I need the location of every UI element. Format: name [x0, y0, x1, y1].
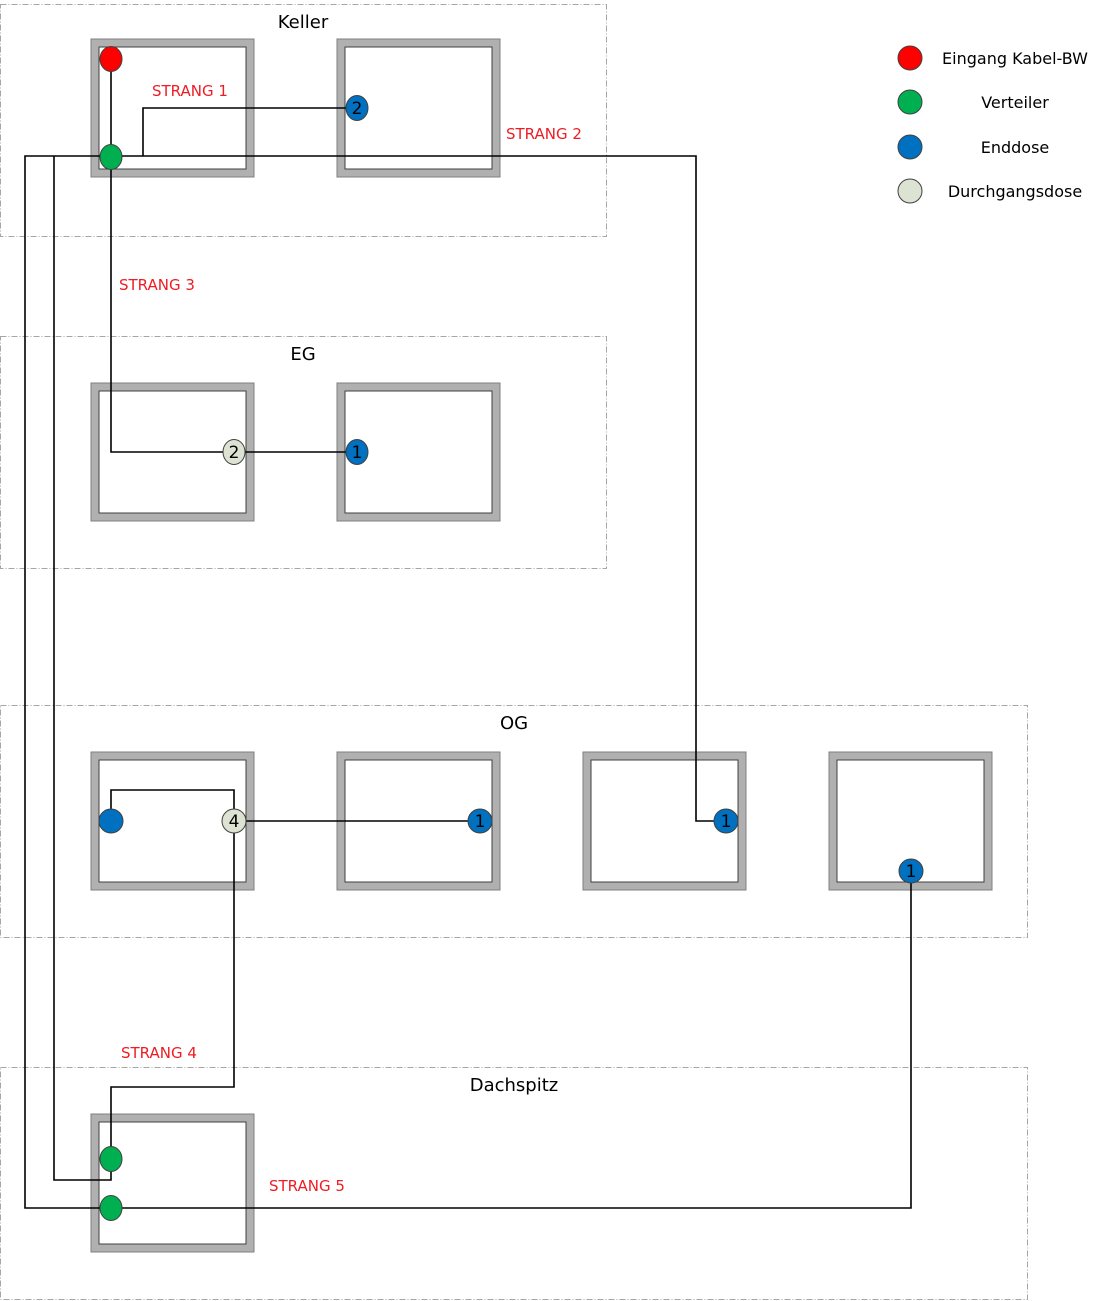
- verteiler-marker: [99, 1146, 123, 1172]
- zone-dachspitz: [0, 1067, 1028, 1300]
- zone-label-dachspitz: Dachspitz: [470, 1075, 559, 1096]
- room-dachspitz-1: [90, 1113, 255, 1253]
- legend-label-eingang: Eingang Kabel-BW: [942, 49, 1088, 68]
- legend: Eingang Kabel-BW Verteiler Enddose Durch…: [897, 45, 1088, 204]
- strang-label-2: STRANG 2: [506, 125, 582, 143]
- node-number: 1: [906, 862, 917, 882]
- node-number: 2: [229, 443, 240, 463]
- room-eg-2: [336, 382, 501, 522]
- enddose-marker: [98, 808, 124, 834]
- legend-item-eingang: Eingang Kabel-BW: [897, 45, 1088, 71]
- legend-swatch-verteiler: [897, 89, 923, 115]
- enddose-marker: [713, 808, 739, 834]
- node-enddose-og-enddose-room3: 1: [713, 808, 739, 834]
- legend-item-enddose: Enddose: [897, 134, 1050, 160]
- wire-strang-4: [110, 821, 235, 1159]
- legend-swatch-enddose: [897, 134, 923, 160]
- strang-label-1: STRANG 1: [152, 82, 228, 100]
- wire-og-enddose-durchgang: [110, 789, 235, 821]
- wire-keller-dach-verteiler-1: [53, 156, 112, 1181]
- node-number: 4: [229, 812, 240, 832]
- legend-swatch-durchgangsdose: [897, 178, 923, 204]
- wire-strang-2: [111, 155, 726, 822]
- enddose-marker: [467, 808, 493, 834]
- verteiler-marker: [99, 1195, 123, 1221]
- node-number: 1: [475, 812, 486, 832]
- node-number: 1: [721, 812, 732, 832]
- strang-label-4: STRANG 4: [121, 1044, 197, 1062]
- node-number: 1: [352, 443, 363, 463]
- room-og-3: [582, 751, 747, 891]
- node-verteiler-keller-verteiler: [99, 144, 123, 170]
- node-enddose-eg-enddose-1: 1: [345, 439, 369, 465]
- durchgangsdose-marker: [222, 439, 246, 465]
- enddose-marker: [345, 95, 369, 121]
- durchgangsdose-marker: [221, 808, 247, 834]
- legend-swatch-eingang: [897, 45, 923, 71]
- node-verteiler-dach-verteiler-2: [99, 1195, 123, 1221]
- node-number: 2: [352, 99, 363, 119]
- legend-label-durchgangsdose: Durchgangsdose: [948, 182, 1082, 201]
- wire-strang-3: [110, 156, 234, 453]
- legend-item-verteiler: Verteiler: [897, 89, 1049, 115]
- eingang-marker: [99, 46, 123, 72]
- node-enddose-keller-enddose-2: 2: [345, 95, 369, 121]
- wire-strang-1: [142, 107, 357, 156]
- enddose-marker: [898, 858, 924, 884]
- legend-label-enddose: Enddose: [981, 138, 1050, 157]
- legend-item-durchgangsdose: Durchgangsdose: [897, 178, 1082, 204]
- zone-label-eg: EG: [290, 344, 315, 365]
- node-enddose-og-enddose-blank: [98, 808, 124, 834]
- zone-label-keller: Keller: [278, 12, 329, 33]
- strang-label-5: STRANG 5: [269, 1177, 345, 1195]
- zone-label-og: OG: [500, 713, 528, 734]
- legend-label-verteiler: Verteiler: [981, 93, 1049, 112]
- node-eingang-keller-eingang: [99, 46, 123, 72]
- strang-label-3: STRANG 3: [119, 276, 195, 294]
- wire-strang-5: [111, 871, 912, 1209]
- node-verteiler-dach-verteiler-1: [99, 1146, 123, 1172]
- zone-og: [0, 705, 1028, 938]
- node-enddose-og-enddose-room2: 1: [467, 808, 493, 834]
- wire-keller-dach-verteiler-2: [24, 155, 111, 1209]
- node-enddose-og-enddose-room4: 1: [898, 858, 924, 884]
- zone-keller: [0, 4, 607, 237]
- node-durchgangsdose-eg-durchgang-2: 2: [222, 439, 246, 465]
- zone-eg: [0, 336, 607, 569]
- verteiler-marker: [99, 144, 123, 170]
- enddose-marker: [345, 439, 369, 465]
- node-durchgangsdose-og-durchgang-4: 4: [221, 808, 247, 834]
